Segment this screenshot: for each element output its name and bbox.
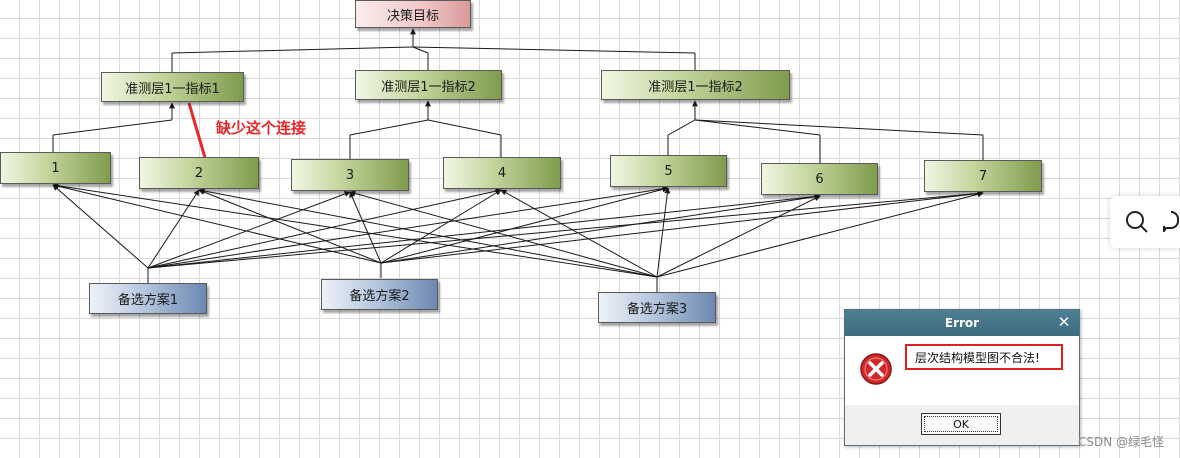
subcriterion-node-4[interactable]: 4 bbox=[443, 157, 561, 189]
alternative-node-3[interactable]: 备选方案3 bbox=[598, 292, 716, 323]
dialog-titlebar[interactable]: Error ✕ bbox=[845, 310, 1079, 336]
subcriterion-label: 5 bbox=[664, 163, 673, 179]
alternative-edge bbox=[198, 189, 382, 264]
alternative-edge bbox=[380, 189, 502, 264]
subcriterion-label: 2 bbox=[194, 165, 204, 181]
alternative-edge bbox=[349, 190, 658, 278]
chat-icon[interactable] bbox=[1162, 210, 1180, 236]
alternative-edge bbox=[380, 193, 821, 264]
alternative-label: 备选方案3 bbox=[626, 302, 688, 317]
criterion-label: 准测层1一指标2 bbox=[648, 79, 743, 95]
alternative-edge bbox=[147, 188, 502, 269]
alternative-edge bbox=[380, 190, 984, 264]
edge-line bbox=[412, 46, 696, 54]
subcriterion-node-3[interactable]: 3 bbox=[291, 159, 409, 191]
alternative-label: 备选方案2 bbox=[349, 289, 410, 304]
subcriterion-node-7[interactable]: 7 bbox=[924, 160, 1042, 192]
subcriterion-label: 4 bbox=[497, 165, 507, 181]
close-icon[interactable]: ✕ bbox=[1057, 313, 1071, 331]
subcriterion-label: 3 bbox=[345, 167, 355, 183]
criterion-node-3[interactable]: 准测层1一指标2 bbox=[601, 70, 790, 100]
alternative-edge bbox=[147, 185, 669, 269]
edge-line bbox=[694, 119, 821, 136]
subcriterion-label: 1 bbox=[51, 160, 60, 176]
criterion-node-1[interactable]: 准测层1一指标1 bbox=[101, 72, 244, 102]
error-message: 层次结构模型图不合法! bbox=[905, 344, 1063, 370]
alternative-edge bbox=[380, 186, 669, 264]
edge-line bbox=[412, 46, 429, 54]
alternative-edge bbox=[500, 189, 658, 278]
dialog-footer: OK bbox=[845, 405, 1079, 445]
dialog-body: 层次结构模型图不合法! OK bbox=[845, 336, 1079, 445]
alternative-edge bbox=[656, 195, 821, 278]
alternative-edge bbox=[147, 189, 200, 269]
edge-line bbox=[349, 119, 429, 136]
edge-line bbox=[667, 119, 696, 136]
subcriterion-label: 7 bbox=[978, 168, 988, 184]
criterion-node-2[interactable]: 准测层1一指标2 bbox=[355, 70, 502, 100]
subcriterion-node-6[interactable]: 6 bbox=[761, 163, 878, 195]
watermark: CSDN @绿毛怪 bbox=[1077, 435, 1164, 449]
alternative-node-1[interactable]: 备选方案1 bbox=[89, 283, 207, 314]
alternative-edge bbox=[52, 183, 382, 264]
goal-node[interactable]: 决策目标 bbox=[355, 0, 471, 28]
error-icon bbox=[859, 352, 893, 390]
goal-label: 决策目标 bbox=[386, 8, 439, 24]
edge-line bbox=[171, 46, 414, 54]
alternative-edge bbox=[147, 191, 351, 269]
subcriterion-label: 6 bbox=[815, 171, 824, 187]
alternative-edge bbox=[198, 188, 658, 278]
alternative-edge bbox=[656, 187, 671, 278]
alternative-edge bbox=[147, 190, 984, 269]
dialog-title: Error bbox=[944, 316, 980, 330]
criterion-label: 准测层1一指标1 bbox=[125, 81, 220, 97]
edge-line bbox=[52, 119, 173, 136]
alternative-edge bbox=[656, 191, 984, 278]
subcriterion-node-2[interactable]: 2 bbox=[139, 157, 259, 189]
edge-line bbox=[427, 119, 502, 136]
error-dialog: Error ✕ 层次结构模型图不合法! OK bbox=[844, 309, 1080, 446]
subcriterion-node-5[interactable]: 5 bbox=[610, 155, 727, 187]
edge-line bbox=[694, 119, 984, 136]
alternative-edge bbox=[349, 191, 382, 264]
criterion-label: 准测层1一指标2 bbox=[381, 79, 476, 95]
alternative-edge bbox=[147, 193, 821, 269]
missing-connection-annotation: 缺少这个连接 bbox=[216, 119, 307, 137]
alternative-edge bbox=[52, 184, 149, 269]
search-icon[interactable] bbox=[1124, 209, 1150, 239]
floating-toolbar bbox=[1110, 196, 1180, 248]
alternative-edge bbox=[52, 182, 658, 278]
alternative-node-2[interactable]: 备选方案2 bbox=[321, 279, 438, 310]
subcriterion-node-1[interactable]: 1 bbox=[0, 152, 111, 184]
ok-button[interactable]: OK bbox=[921, 413, 1001, 435]
alternative-label: 备选方案1 bbox=[117, 293, 179, 308]
